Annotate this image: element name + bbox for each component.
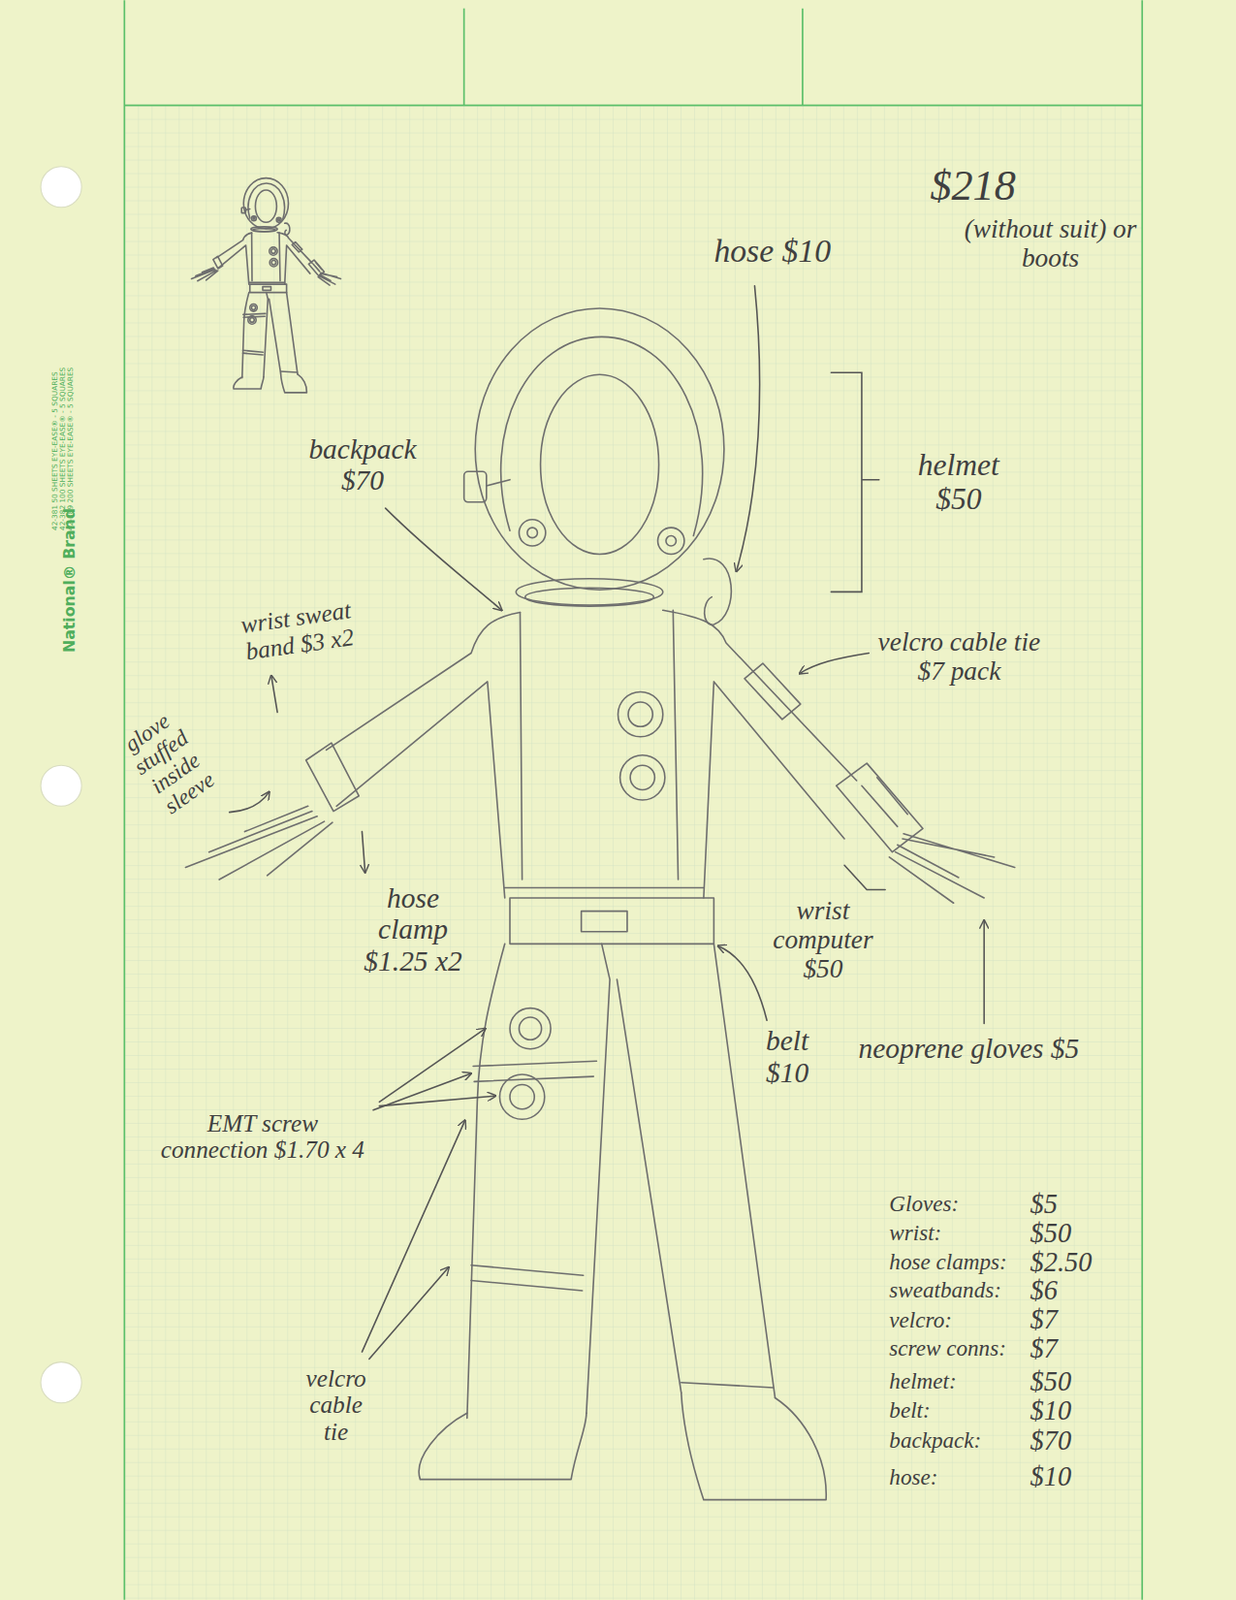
- part-callout: hose clamp $1.25 x2: [351, 882, 475, 977]
- table-cell-cost: $5: [1030, 1188, 1058, 1219]
- punch-holes: [40, 166, 82, 1403]
- table-cell-item: helmet:: [888, 1368, 1027, 1394]
- table-cell-cost: $6: [1030, 1274, 1058, 1305]
- part-callout: velcro cable tie: [297, 1364, 375, 1446]
- part-callout: hose $10: [713, 232, 831, 269]
- table-cell-cost: $7: [1030, 1332, 1058, 1363]
- table-cell-item: Gloves:: [888, 1191, 1027, 1216]
- part-callout: wrist computer $50: [762, 895, 884, 983]
- part-callout: EMT screw connection $1.70 x 4: [158, 1109, 368, 1165]
- part-callout: wrist sweat band $3 x2: [221, 593, 376, 667]
- table-cell-cost: $10: [1030, 1394, 1073, 1426]
- table-cell-item: velcro:: [888, 1307, 1027, 1332]
- thumbnail-sketch: [191, 178, 342, 393]
- table-cell-cost: $10: [1030, 1460, 1073, 1491]
- part-callout: velcro cable tie $7 pack: [875, 627, 1045, 686]
- paper-print: 42-389 200 SHEETS EYE-EASE® - 5 SQUARES: [66, 367, 75, 531]
- table-cell-item: screw conns:: [888, 1335, 1027, 1361]
- part-callout: helmet $50: [902, 448, 1015, 516]
- table-cell-item: wrist:: [888, 1220, 1027, 1245]
- leader-lines: [229, 285, 984, 1360]
- paper-print: 42-381 50 SHEETS EYE-EASE® - 5 SQUARES: [51, 371, 60, 531]
- paper-print: 42-382 100 SHEETS EYE-EASE® - 5 SQUARES: [59, 367, 67, 531]
- table-cell-cost: $50: [1030, 1365, 1073, 1396]
- total-cost: $218: [929, 162, 1015, 211]
- table-cell-item: hose:: [888, 1464, 1027, 1490]
- table-cell-item: backpack:: [888, 1427, 1027, 1453]
- cost-note: (without suit) or boots: [948, 214, 1152, 273]
- part-callout: belt $10: [746, 1024, 828, 1088]
- table-cell-item: sweatbands:: [888, 1277, 1027, 1302]
- table-cell-cost: $2.50: [1030, 1246, 1093, 1277]
- table-cell-item: belt:: [888, 1397, 1027, 1423]
- note: glove stuffed inside sleeve: [94, 690, 243, 836]
- table-cell-item: hose clamps:: [888, 1249, 1027, 1274]
- part-callout: neoprene gloves $5: [851, 1032, 1086, 1064]
- table-cell-cost: $70: [1030, 1425, 1073, 1456]
- part-callout: backpack $70: [303, 433, 421, 497]
- grid: [124, 105, 1142, 1600]
- table-cell-cost: $7: [1030, 1303, 1058, 1334]
- table-cell-cost: $50: [1030, 1217, 1073, 1248]
